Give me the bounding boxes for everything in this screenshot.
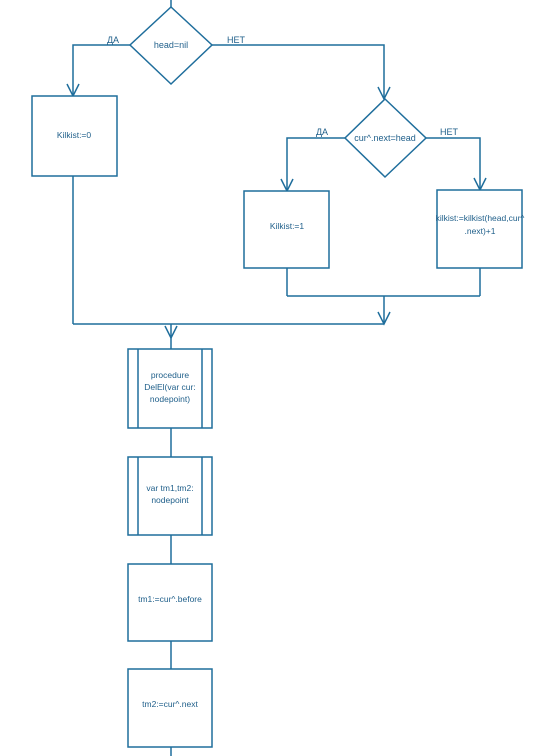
block-kilkist-1: Kilkist:=1 [243, 190, 330, 269]
decision-cur-next-head-text: cur^.next=head [354, 133, 416, 143]
block-kilkist-0: Kilkist:=0 [31, 95, 118, 177]
connector-d2-yes [286, 137, 345, 191]
block-procedure-line3: nodepoint) [150, 394, 190, 404]
decision-head-nil-text: head=nil [154, 40, 188, 50]
connectors [72, 0, 481, 756]
label-d2-no: НЕТ [440, 127, 459, 137]
block-kilkist-recursive: kilkist:=kilkist(head,cur^ .next)+1 [436, 189, 525, 269]
label-d1-yes: ДА [107, 35, 119, 45]
block-procedure-line2: DelEl(var cur: [144, 382, 195, 392]
arrow-down-icon [377, 311, 391, 326]
block-kilkist-1-text: Kilkist:=1 [270, 221, 305, 231]
connector-d2-no [426, 137, 481, 190]
connector-d1-no [212, 44, 385, 99]
block-procedure-line1: procedure [151, 370, 190, 380]
block-procedure: procedure DelEl(var cur: nodepoint) [127, 348, 213, 429]
decision-cur-next-head: cur^.next=head [343, 97, 428, 179]
block-var-line1: var tm1,tm2: [146, 483, 193, 493]
block-tm2-text: tm2:=cur^.next [142, 699, 198, 709]
block-var: var tm1,tm2: nodepoint [127, 456, 213, 536]
block-var-line2: nodepoint [151, 495, 189, 505]
block-kilkist-0-text: Kilkist:=0 [57, 130, 92, 140]
block-kilkist-recursive-line2: .next)+1 [465, 226, 496, 236]
arrow-down-icon [164, 325, 178, 340]
label-d1-no: НЕТ [227, 35, 246, 45]
connector-d1-yes [72, 44, 130, 96]
block-tm1: tm1:=cur^.before [127, 563, 213, 642]
block-tm2: tm2:=cur^.next [127, 668, 213, 748]
decision-head-nil: head=nil [128, 5, 214, 86]
block-tm1-text: tm1:=cur^.before [138, 594, 202, 604]
label-d2-yes: ДА [316, 127, 328, 137]
block-kilkist-recursive-line1: kilkist:=kilkist(head,cur^ [436, 213, 525, 223]
